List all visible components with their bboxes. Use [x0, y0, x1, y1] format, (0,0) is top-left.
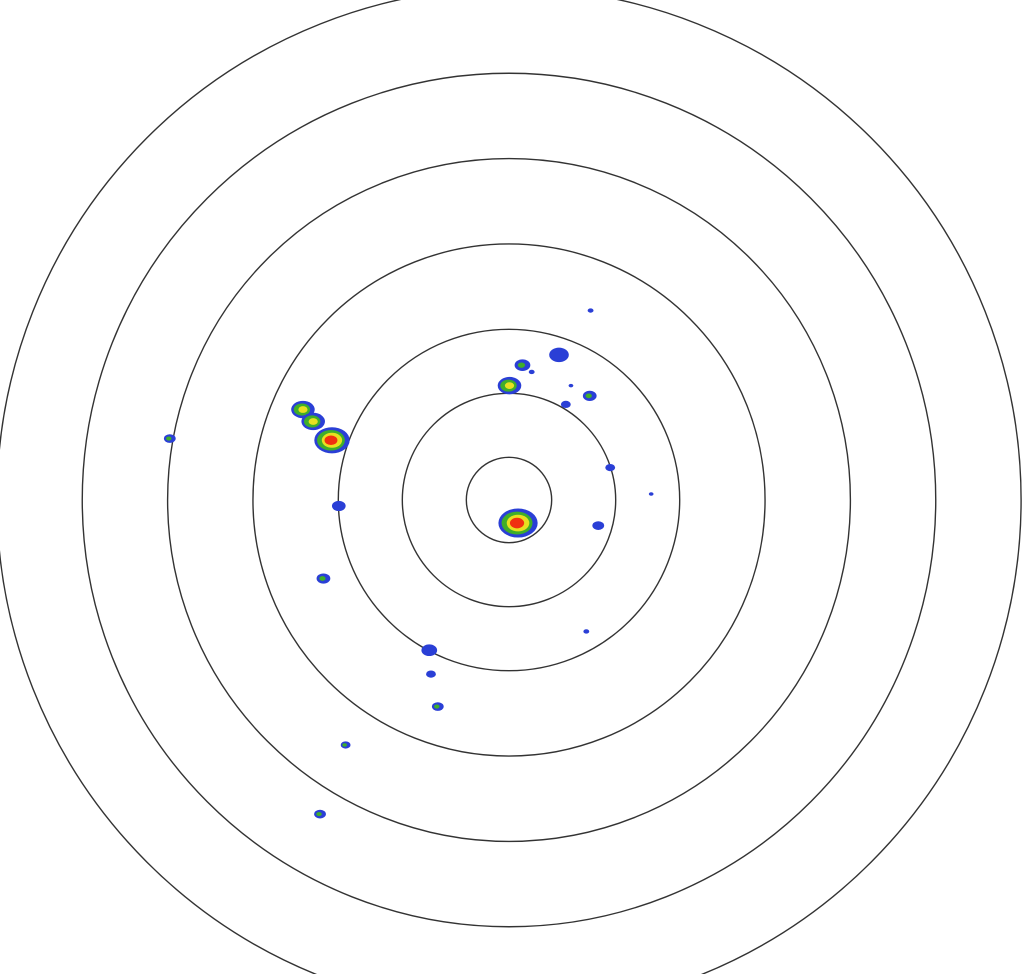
- echo-layer-very-light: [549, 347, 569, 363]
- echo-very-light: [592, 521, 605, 530]
- echo-very-light: [568, 383, 574, 388]
- echo-layer-light: [319, 576, 326, 581]
- echo-very-light: [426, 670, 436, 678]
- echo-layer-very-light: [421, 644, 438, 657]
- echo-very-light: [331, 500, 346, 512]
- echo-layer-moderate: [298, 406, 308, 413]
- echo-layer-heavy: [324, 435, 338, 446]
- echo-moderate: [301, 412, 325, 431]
- echo-layer-very-light: [587, 308, 594, 313]
- echo-layer-moderate: [504, 382, 515, 390]
- echo-light: [340, 741, 351, 749]
- echo-very-light: [648, 492, 654, 496]
- echo-very-light: [421, 644, 438, 657]
- echo-layer-light: [342, 743, 347, 747]
- echo-light: [582, 390, 597, 401]
- echo-layer-very-light: [331, 500, 346, 512]
- range-ring-3: [337, 328, 681, 672]
- range-ring-6: [81, 72, 937, 928]
- echo-very-light: [560, 400, 571, 409]
- echo-very-light: [583, 629, 590, 634]
- range-ring-2: [401, 392, 617, 608]
- echo-layer-heavy: [509, 517, 525, 529]
- range-ring-4: [252, 243, 766, 757]
- echo-layer-light: [434, 704, 440, 709]
- echo-light: [514, 359, 531, 371]
- echo-layer-very-light: [605, 463, 616, 472]
- echo-very-light: [549, 347, 569, 363]
- echo-layer-light: [585, 393, 592, 399]
- echo-layer-very-light: [568, 383, 574, 388]
- echo-layer-very-light: [426, 670, 436, 678]
- echo-layer-light: [316, 812, 322, 817]
- echo-light: [431, 702, 444, 711]
- echo-layer-very-light: [560, 400, 571, 409]
- echo-very-light: [587, 308, 594, 313]
- range-ring-1: [465, 456, 553, 544]
- echo-light: [163, 434, 176, 443]
- range-ring-5: [166, 157, 852, 843]
- echo-moderate: [497, 376, 522, 395]
- echo-layer-moderate: [308, 418, 318, 425]
- echo-layer-light: [166, 436, 172, 441]
- echo-layer-very-light: [592, 521, 605, 530]
- precipitation-echoes: [163, 308, 654, 819]
- echo-layer-very-light: [583, 629, 590, 634]
- echo-layer-very-light: [648, 492, 654, 496]
- echo-light: [314, 809, 326, 819]
- echo-heavy: [314, 427, 350, 454]
- echo-layer-light: [517, 362, 526, 368]
- echo-light: [316, 573, 331, 584]
- echo-layer-very-light: [528, 369, 535, 375]
- echo-very-light: [605, 463, 616, 472]
- echo-heavy: [498, 508, 538, 538]
- echo-very-light: [528, 369, 535, 375]
